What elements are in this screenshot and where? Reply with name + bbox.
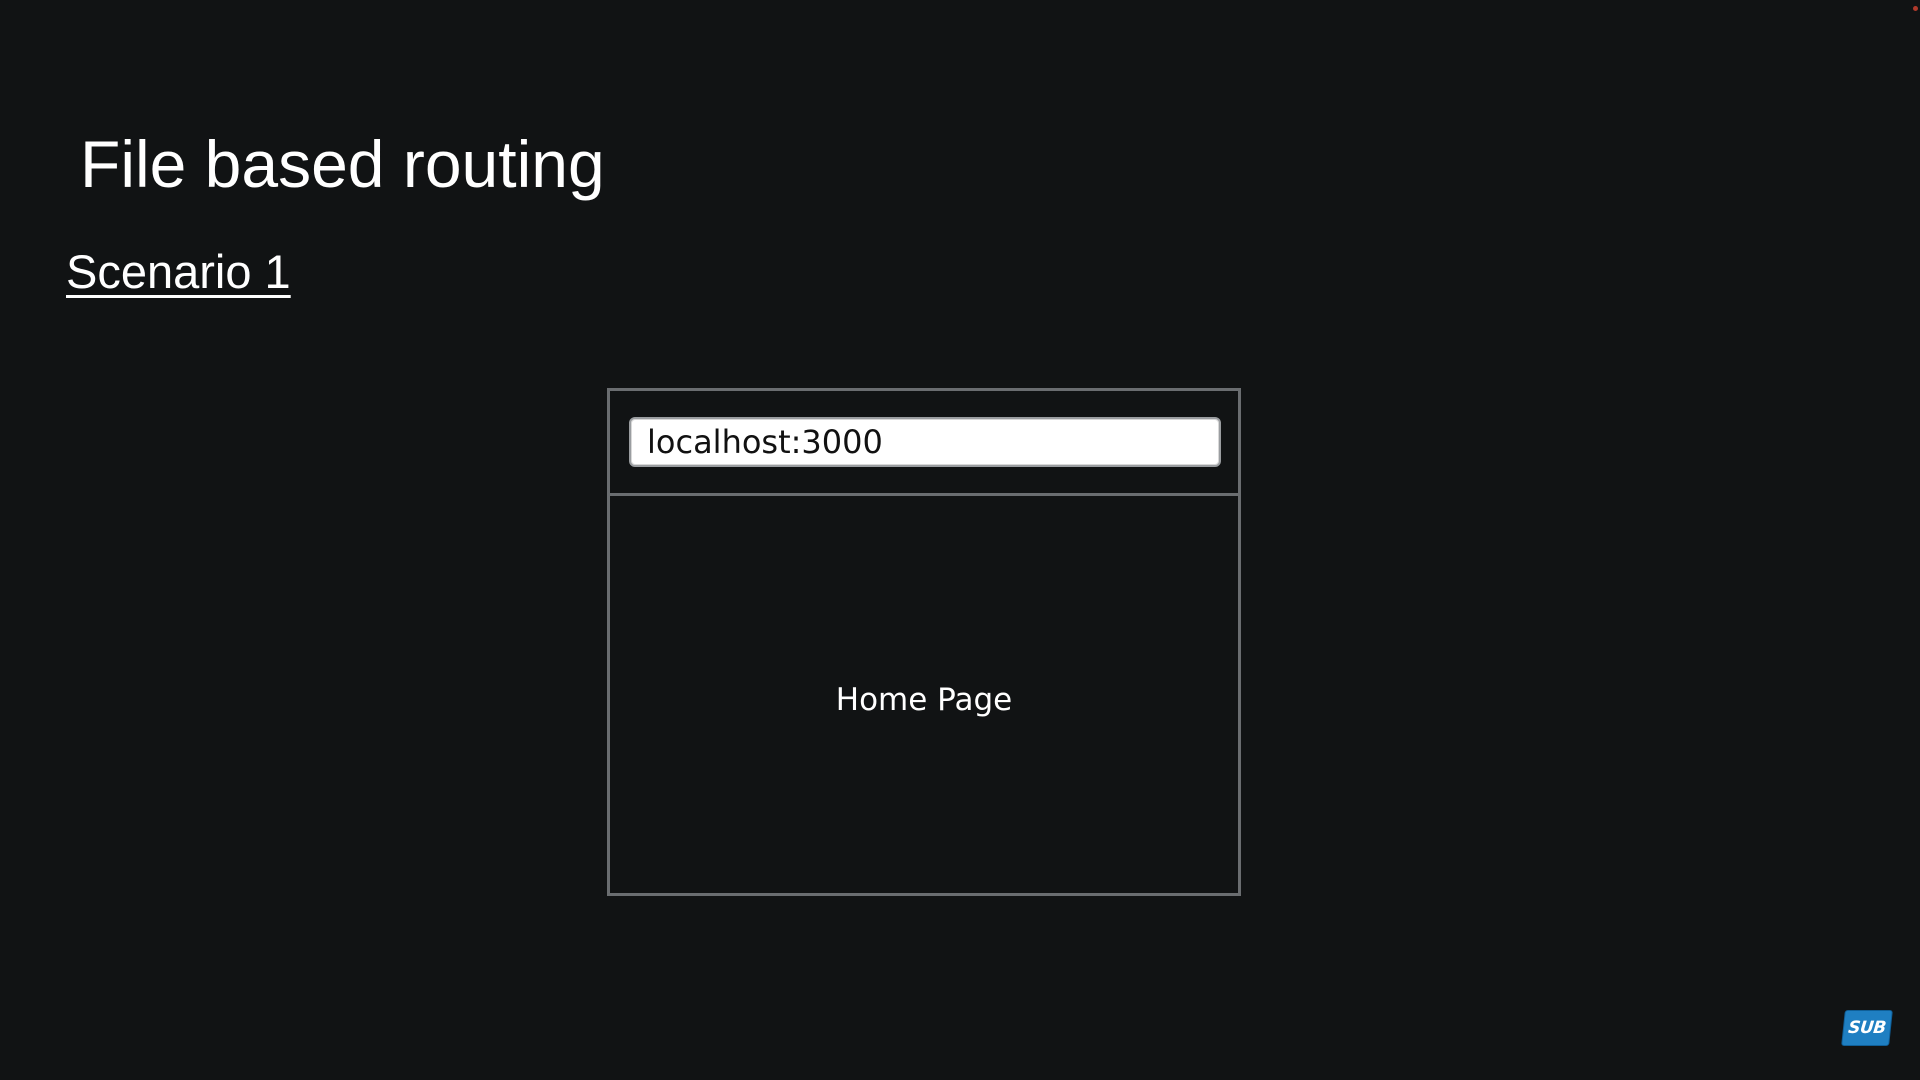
recording-indicator-dot xyxy=(1913,6,1918,11)
browser-mockup: Home Page xyxy=(607,388,1241,896)
browser-address-bar-area xyxy=(610,391,1238,496)
subscribe-badge-label: SUB xyxy=(1847,1018,1887,1038)
subscribe-badge-icon[interactable]: SUB xyxy=(1841,1010,1893,1046)
page-content-label: Home Page xyxy=(835,681,1013,718)
scenario-subtitle: Scenario 1 xyxy=(66,245,291,298)
browser-page-content: Home Page xyxy=(610,496,1238,893)
address-bar-input[interactable] xyxy=(629,417,1221,467)
slide-title: File based routing xyxy=(80,127,605,201)
